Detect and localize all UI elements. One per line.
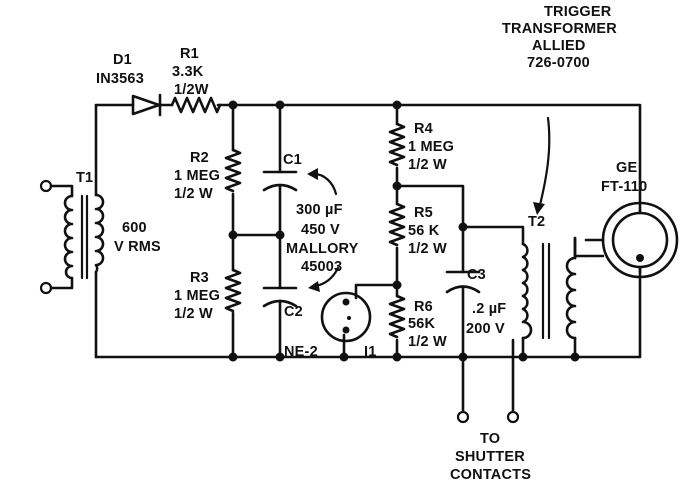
c1-label: C1 [283,152,302,168]
transformer-label: TRANSFORMER [502,21,617,37]
shutter-terminal-right[interactable] [506,410,520,424]
c2-label: C2 [284,304,303,320]
input-terminal-top[interactable] [39,179,53,193]
r3-power-label: 1/2 W [174,306,213,322]
cap-voltage-label: 450 V [301,222,340,238]
r5-value-label: 56 K [408,223,440,239]
r5-power-label: 1/2 W [408,241,447,257]
junction-dots [228,100,580,362]
r3-value-label: 1 MEG [174,288,220,304]
d1-label: D1 [113,52,132,68]
r3-label: R3 [190,270,209,286]
cap-part-label: 45003 [301,259,342,275]
transformer-t2 [521,236,577,340]
input-terminal-bottom[interactable] [39,281,53,295]
shutter-terminal-left[interactable] [456,410,470,424]
pointer-arrow-c2 [308,266,340,292]
resistor-r5 [388,202,406,247]
contacts-label: CONTACTS [450,467,531,483]
t1-label: T1 [76,170,93,186]
i1-label: I1 [364,344,377,360]
r4-value-label: 1 MEG [408,139,454,155]
r2-label: R2 [190,150,209,166]
r6-label: R6 [414,299,433,315]
capacitor-c1 [262,170,298,192]
r6-value-label: 56K [408,316,436,332]
r2-value-label: 1 MEG [174,168,220,184]
resistor-r4 [388,122,406,167]
d1-part-label: IN3563 [96,71,144,87]
r4-label: R4 [414,121,433,137]
trigger-label: TRIGGER [544,4,612,20]
r2-power-label: 1/2 W [174,186,213,202]
allied-part-label: 726-0700 [527,55,590,71]
transformer-t1 [39,179,105,295]
labels: D1 IN3563 R1 3.3K 1/2W T1 600 V RMS R2 1… [76,4,647,483]
neon-lamp-ne2 [320,291,372,343]
pointer-arrow-c1 [307,168,338,196]
wiring [94,103,642,414]
flash-tube-ft110 [584,201,679,279]
allied-label: ALLIED [532,38,586,54]
resistor-r1 [170,96,222,114]
resistor-r6 [388,294,406,339]
c3-value-label: .2 µF [472,301,506,317]
r1-value-label: 3.3K [172,64,204,80]
t2-label: T2 [528,214,545,230]
r1-power-label: 1/2W [174,82,209,98]
r1-label: R1 [180,46,199,62]
cap-value-label: 300 µF [296,202,343,218]
shutter-label: SHUTTER [455,449,525,465]
c3-voltage-label: 200 V [466,321,505,337]
ft110-label: FT-110 [601,179,647,195]
ge-label: GE [616,160,637,176]
t1-voltage-label: 600 [122,220,147,236]
resistor-r3 [224,268,242,313]
diode-d1 [131,93,162,117]
c3-label: C3 [467,267,486,283]
r5-label: R5 [414,205,433,221]
cap-brand-label: MALLORY [286,241,359,257]
r6-power-label: 1/2 W [408,334,447,350]
pointer-arrow-t2 [533,116,551,215]
r4-power-label: 1/2 W [408,157,447,173]
t1-unit-label: V RMS [114,239,161,255]
capacitor-c3 [445,270,481,294]
resistor-r2 [224,148,242,193]
ne2-label: NE-2 [284,344,318,360]
to-label: TO [480,431,500,447]
capacitor-c2 [262,286,298,308]
